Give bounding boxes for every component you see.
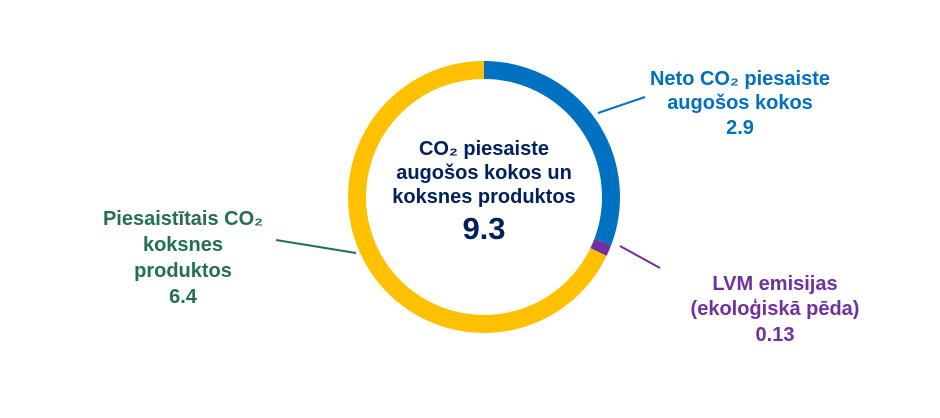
slice-value-label: 0.13 [756, 324, 795, 346]
slice-net-co2-uptake-trees [483, 61, 620, 246]
slice-label-line: (ekoloģiskā pēda) [691, 298, 860, 320]
center-value: 9.3 [462, 211, 505, 246]
label-lvm-emissions: LVM emisijas (ekoloģiskā pēda) 0.13 [691, 273, 860, 346]
slice-label-line: Neto CO₂ piesaiste [650, 68, 830, 90]
slice-label-line: LVM emisijas [712, 273, 837, 295]
slice-stored-co2-wood-products [348, 61, 607, 333]
center-label-line: koksnes produktos [392, 186, 575, 208]
slice-label-line: augošos kokos [667, 92, 813, 114]
slice-value-label: 6.4 [169, 286, 198, 308]
leader-line-stored-co2-wood-products [275, 239, 357, 254]
slice-label-line: koksnes [143, 234, 223, 256]
label-net-co2-uptake-trees: Neto CO₂ piesaiste augošos kokos 2.9 [650, 68, 830, 139]
leader-line-net-co2-uptake [597, 96, 646, 114]
center-label: CO₂ piesaiste augošos kokos un koksnes p… [392, 138, 575, 246]
slice-label-line: produktos [134, 260, 232, 282]
center-label-line: CO₂ piesaiste [419, 138, 549, 160]
leader-line-lvm-emissions [619, 245, 661, 269]
slice-label-line: Piesaistītais CO₂ [103, 208, 263, 230]
label-stored-co2-wood-products: Piesaistītais CO₂ koksnes produktos 6.4 [103, 208, 263, 308]
slice-value-label: 2.9 [726, 117, 754, 139]
center-label-line: augošos kokos un [396, 162, 572, 184]
slice-lvm-emissions [590, 238, 612, 256]
